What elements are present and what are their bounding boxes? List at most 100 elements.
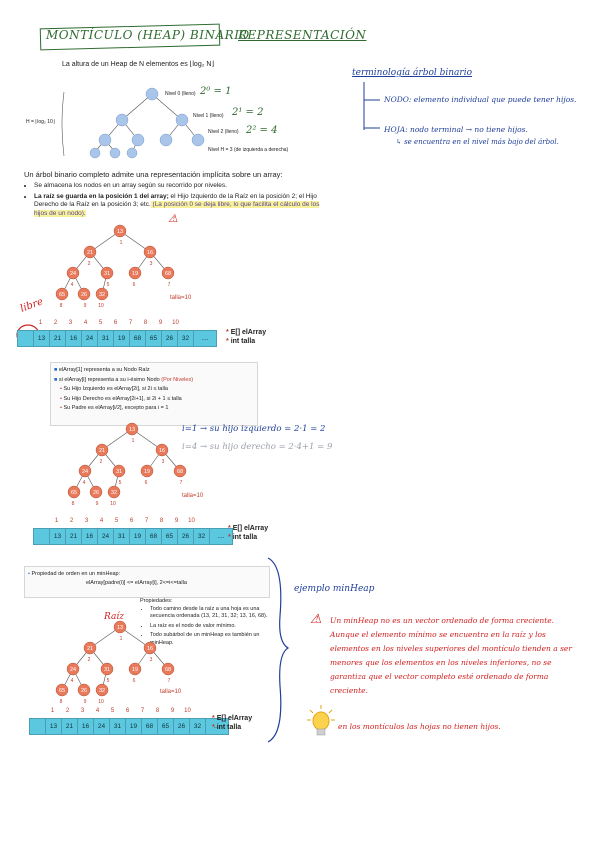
- tree-node-index: 9: [96, 501, 99, 507]
- array-index: [18, 320, 33, 326]
- tree-node: [143, 245, 157, 259]
- tree-node-value: 16: [147, 646, 153, 652]
- rule-3: • Su Hijo Izquierdo es elArray[2i], si 2…: [60, 386, 168, 392]
- bullet-1: Se almacena los nodos en un array según …: [34, 182, 324, 191]
- array-index: 5: [98, 320, 103, 326]
- minheap-warning: Un minHeap no es un vector ordenado de f…: [330, 616, 572, 695]
- tree-node: [66, 266, 80, 280]
- array-index: 3: [80, 708, 85, 714]
- tree-node-value: 24: [70, 667, 76, 673]
- array-cell: 65: [145, 330, 162, 347]
- tree-node-value: 65: [71, 490, 77, 496]
- example-label: ejemplo minHeap: [294, 584, 375, 594]
- array-index: 2: [53, 320, 58, 326]
- array-cell: 32: [177, 330, 194, 347]
- array-index: 8: [143, 320, 148, 326]
- term-nodo: NODO: elemento individual que puede tene…: [384, 95, 577, 104]
- level-eq-2: 2² = 4: [246, 125, 278, 136]
- tree-node-value: 24: [70, 271, 76, 277]
- tree-node-value: 31: [116, 469, 122, 475]
- array-index: 5: [114, 518, 119, 524]
- talla-label-3: talla=10: [160, 689, 182, 695]
- array-3-label: * E[] elArray * int talla: [212, 714, 252, 732]
- array-cell-tail: ....: [193, 330, 217, 347]
- tree-node-index: 8: [60, 303, 63, 309]
- array-cell: 31: [113, 528, 130, 545]
- tree-node: [55, 287, 69, 301]
- minheap-brace: [267, 557, 290, 743]
- tree-node-index: 4: [71, 282, 74, 288]
- tree-node-index: 1: [132, 438, 135, 444]
- array-cell: 26: [161, 330, 178, 347]
- tree-node: [95, 443, 109, 457]
- array-cell: 31: [97, 330, 114, 347]
- array-cell: 21: [61, 718, 78, 735]
- array-index: 8: [155, 708, 160, 714]
- array-index: 9: [158, 320, 163, 326]
- tree-node-index: 6: [145, 480, 148, 486]
- array-index: 4: [95, 708, 100, 714]
- tree-node: [100, 662, 114, 676]
- height-text: La altura de un Heap de N elementos es ⌊…: [62, 61, 215, 68]
- tree-node: [66, 662, 80, 676]
- array-cell: 65: [161, 528, 178, 545]
- level-2: Nivel 2 (lleno): [208, 129, 239, 135]
- array-index: 7: [128, 320, 133, 326]
- tree-node: [78, 464, 92, 478]
- array-cell-tail: ....: [205, 718, 229, 735]
- raiz-label: Raíz: [104, 612, 124, 622]
- rules-box: ■ elArray[1] representa a su Nodo Raíz ■…: [50, 362, 258, 426]
- complete-bullets: Se almacena los nodos en un array según …: [24, 182, 324, 220]
- tree-node: [125, 422, 139, 436]
- array-cell: 68: [141, 718, 158, 735]
- array-cell: 13: [45, 718, 62, 735]
- minheap-tip: en los montículos las hojas no tienen hi…: [338, 722, 501, 731]
- tree-node: [140, 464, 154, 478]
- array-cell-empty: [29, 718, 46, 735]
- array-cell: 13: [49, 528, 66, 545]
- tree-node: [155, 443, 169, 457]
- minheap-formula: elArray[padre(i)] <= elArray[i], 2<=i<=t…: [86, 580, 187, 586]
- tree-node-value: 24: [82, 469, 88, 475]
- array-cell: 16: [77, 718, 94, 735]
- prop-3: Todo subárbol de un minHeap es también u…: [150, 632, 270, 647]
- array-2-label: * E[] elArray * int talla: [228, 524, 268, 542]
- array-index: 4: [83, 320, 88, 326]
- rule-4: • Su Hijo Derecho es elArray[2i+1], si 2…: [60, 395, 182, 402]
- tree-node-index: 1: [120, 636, 123, 642]
- minheap-prop: • Propiedad de orden en un minHeap:: [28, 571, 121, 577]
- warning-icon: ⚠: [168, 212, 178, 225]
- tree-node-value: 26: [81, 292, 87, 298]
- tree-node-index: 2: [100, 459, 103, 465]
- e-array-3: * E[] elArray: [212, 715, 253, 722]
- tree-node: [95, 683, 109, 697]
- tree-node-value: 21: [87, 250, 93, 256]
- tree-node-value: 68: [165, 271, 171, 277]
- tree-node: [77, 683, 91, 697]
- tree-node-index: 3: [150, 261, 153, 267]
- prop-2: La raíz es el nodo de valor mínimo.: [150, 623, 270, 631]
- array-index: 1: [54, 518, 59, 524]
- array-cell: 26: [177, 528, 194, 545]
- array-index: 10: [188, 518, 195, 524]
- array-index: 6: [125, 708, 130, 714]
- array-index: 1: [38, 320, 43, 326]
- int-talla-2: * int talla: [228, 534, 258, 541]
- tree-node-value: 19: [132, 271, 138, 277]
- tree-node: [55, 683, 69, 697]
- tree-node-index: 9: [84, 303, 87, 309]
- tree-node-value: 19: [144, 469, 150, 475]
- tree-node: [128, 662, 142, 676]
- page-title: MONTÍCULO (HEAP) BINARIO: [46, 28, 250, 42]
- tree-node-index: 5: [107, 678, 110, 684]
- tree-node-value: 16: [147, 250, 153, 256]
- array-index: 2: [69, 518, 74, 524]
- array-index: 9: [170, 708, 175, 714]
- tree-node-index: 6: [133, 678, 136, 684]
- page-subtitle: REPRESENTACIÓN: [238, 28, 367, 42]
